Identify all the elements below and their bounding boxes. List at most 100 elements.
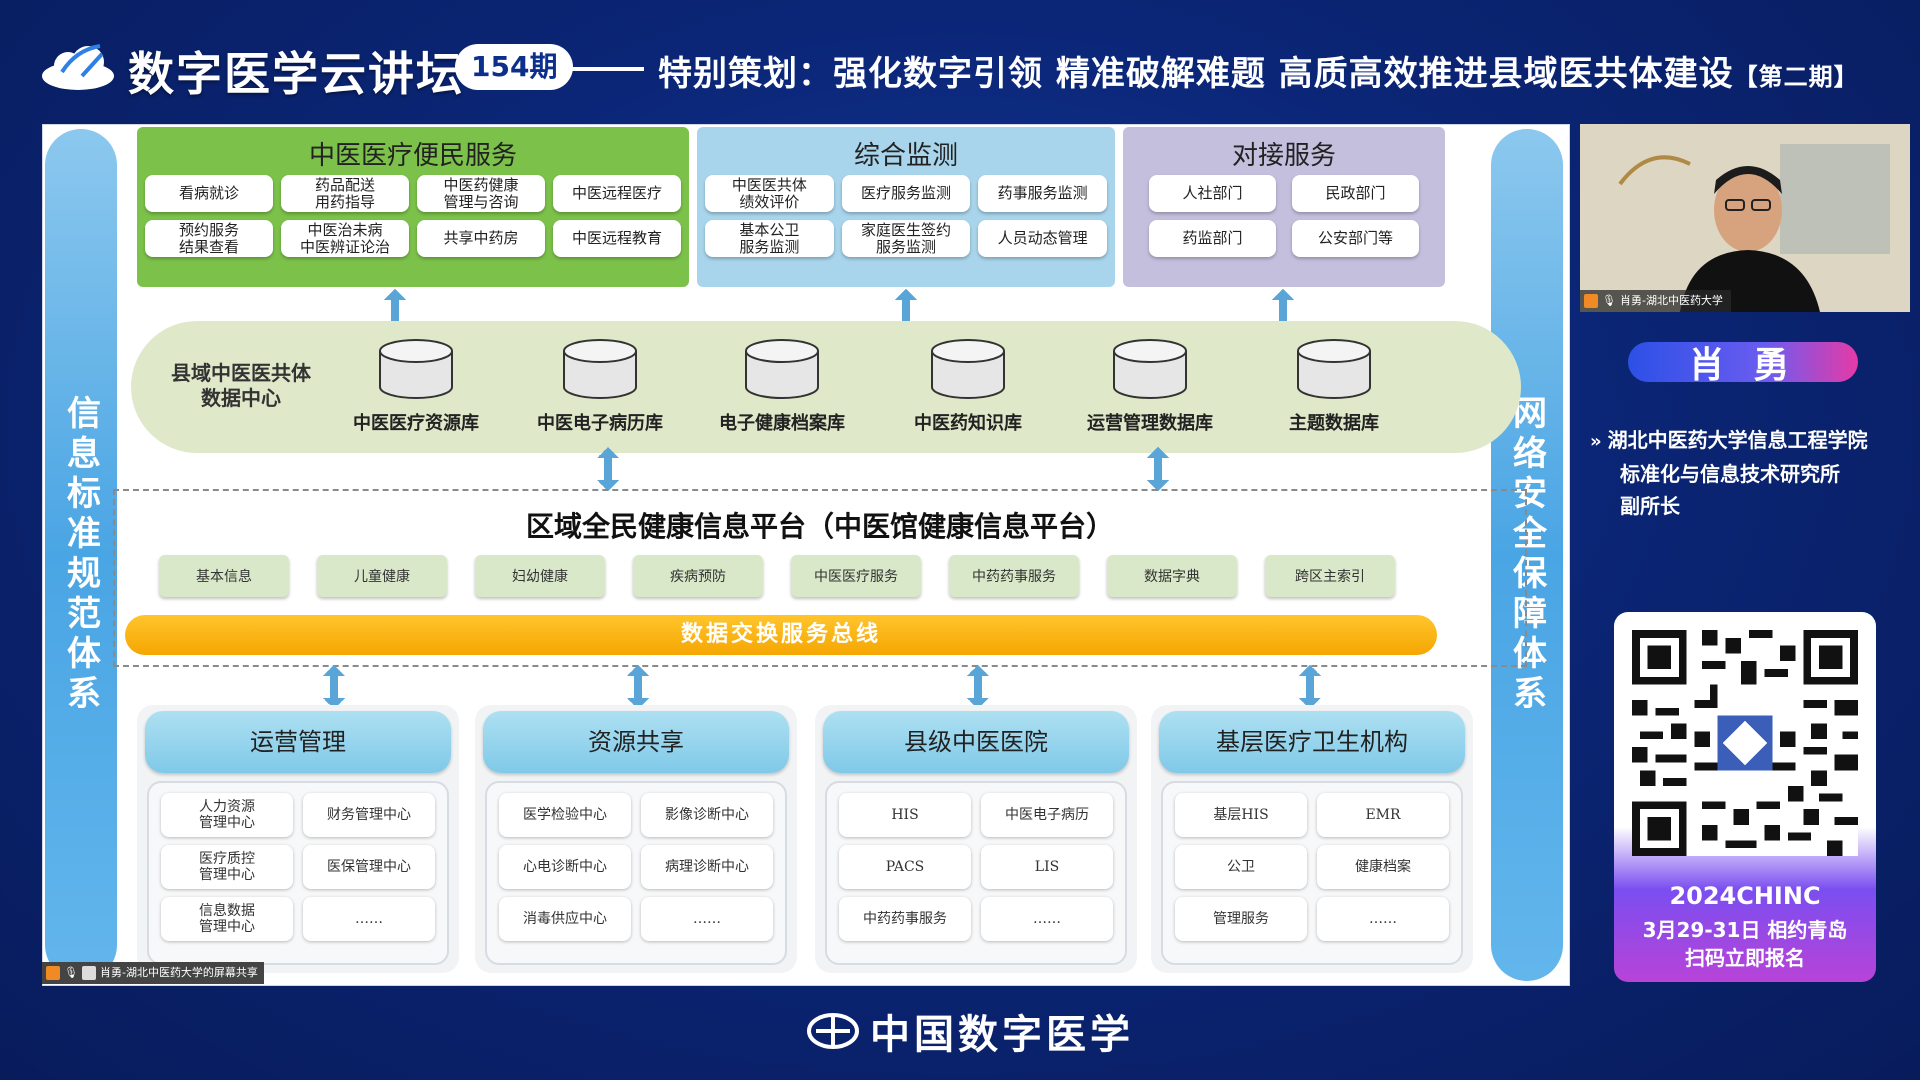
box-cell: 影像诊断中心 — [641, 793, 773, 837]
box-cell: …… — [1317, 897, 1449, 941]
box-cell: 中医电子病历 — [981, 793, 1113, 837]
box-cell: 公卫 — [1175, 845, 1307, 889]
platform-module: 妇幼健康 — [475, 555, 605, 597]
database-label: 主题数据库 — [1289, 413, 1379, 434]
box-grid: 基层HIS EMR 公卫 健康档案 管理服务 …… — [1175, 793, 1449, 941]
health-info-platform: 区域全民健康信息平台（中医馆健康信息平台） 基本信息 儿童健康 妇幼健康 疾病预… — [113, 489, 1527, 667]
monitor-chip: 家庭医生签约 服务监测 — [841, 220, 971, 257]
subtitle-tag: 【第二期】 — [1733, 63, 1859, 91]
monitor-chip: 中医医共体 绩效评价 — [705, 175, 834, 212]
box-cell: 病理诊断中心 — [641, 845, 773, 889]
speaker-name: 肖 勇 — [1688, 345, 1798, 386]
camera-tag: 🎙 肖勇-湖北中医药大学 — [1580, 290, 1731, 312]
monitor-chip: 医疗服务监测 — [841, 175, 971, 212]
database-item: 主题数据库 — [1249, 339, 1419, 435]
episode-subtitle: 特别策划：强化数字引领 精准破解难题 高质高效推进县域医共体建设【第二期】 — [658, 46, 1859, 95]
database-item: 中医医疗资源库 — [331, 339, 501, 435]
issue-badge: 154期 — [455, 44, 574, 90]
platform-title: 区域全民健康信息平台（中医馆健康信息平台） — [525, 510, 1114, 543]
box-inner: 人力资源 管理中心 财务管理中心 医疗质控 管理中心 医保管理中心 信息数据 管… — [147, 781, 449, 965]
box-grid: 人力资源 管理中心 财务管理中心 医疗质控 管理中心 医保管理中心 信息数据 管… — [161, 793, 435, 941]
mic-icon: 🎙 — [1602, 294, 1616, 307]
mic-icon: 🎙 — [64, 966, 78, 979]
department-chip: 公安部门等 — [1292, 220, 1419, 257]
box-cell: 医保管理中心 — [303, 845, 435, 889]
double-arrow-icon — [1147, 447, 1169, 491]
subtitle-text: 特别策划：强化数字引领 精准破解难题 高质高效推进县域医共体建设 — [658, 54, 1734, 94]
box-inner: HIS 中医电子病历 PACS LIS 中药药事服务 …… — [825, 781, 1127, 965]
service-chip: 预约服务 结果查看 — [145, 220, 273, 257]
conference-date: 3月29-31日 相约青岛 — [1642, 918, 1848, 942]
screen-share-tag: 🎙 肖勇-湖北中医药大学的屏幕共享 — [42, 962, 264, 984]
platform-module: 中医医疗服务 — [791, 555, 921, 597]
program-title: 数字医学云讲坛 — [128, 47, 464, 101]
data-exchange-bus: 数据交换服务总线 — [125, 615, 1437, 655]
box-cell: EMR — [1317, 793, 1449, 837]
service-chip: 中医治未病 中医辨证论治 — [281, 220, 409, 257]
speaker-video[interactable]: 🎙 肖勇-湖北中医药大学 — [1580, 124, 1910, 312]
brand-name: 中国数字医学 — [870, 1011, 1134, 1058]
double-arrow-icon — [1299, 665, 1321, 709]
double-arrow-icon — [323, 665, 345, 709]
box-cell: 财务管理中心 — [303, 793, 435, 837]
speaker-role: 副所长 — [1620, 494, 1680, 518]
panel-title: 综合监测 — [853, 141, 958, 171]
service-chip: 中医远程教育 — [553, 220, 681, 257]
camera-tag-label: 肖勇-湖北中医药大学 — [1619, 294, 1723, 307]
box-inner: 医学检验中心 影像诊断中心 心电诊断中心 病理诊断中心 消毒供应中心 …… — [485, 781, 787, 965]
monitoring-panel: 综合监测 中医医共体 绩效评价 医疗服务监测 药事服务监测 基本公卫 服务监测 … — [697, 127, 1115, 287]
database-icon — [1297, 339, 1371, 399]
box-grid: HIS 中医电子病历 PACS LIS 中药药事服务 …… — [839, 793, 1113, 941]
platform-module: 数据字典 — [1107, 555, 1237, 597]
box-cell: 心电诊断中心 — [499, 845, 631, 889]
platform-module: 基本信息 — [159, 555, 289, 597]
database-item: 中医电子病历库 — [515, 339, 685, 435]
department-chip: 人社部门 — [1149, 175, 1276, 212]
box-cell: PACS — [839, 845, 971, 889]
service-chip: 中医远程医疗 — [553, 175, 681, 212]
monitor-chip: 人员动态管理 — [978, 220, 1107, 257]
box-cell: LIS — [981, 845, 1113, 889]
header: 数字医学云讲坛 154期 特别策划：强化数字引领 精准破解难题 高质高效推进县域… — [0, 0, 1920, 120]
box-cell: 基层HIS — [1175, 793, 1307, 837]
primary-care-box: 基层医疗卫生机构 基层HIS EMR 公卫 健康档案 管理服务 …… — [1151, 705, 1473, 973]
data-center-label: 县域中医医共体 数据中心 — [171, 361, 311, 410]
speaker-info: »湖北中医药大学信息工程学院 标准化与信息技术研究所 副所长 — [1590, 424, 1910, 522]
conference-name: 2024CHINC — [1669, 882, 1821, 910]
box-cell: 中药药事服务 — [839, 897, 971, 941]
box-cell: 信息数据 管理中心 — [161, 897, 293, 941]
double-chevron-icon: » — [1590, 431, 1602, 452]
box-title: 县级中医医院 — [823, 711, 1129, 773]
panel-title: 对接服务 — [1231, 141, 1336, 171]
speaker-name-bar — [1628, 342, 1858, 382]
box-cell: 医学检验中心 — [499, 793, 631, 837]
registration-card[interactable]: 2024CHINC 3月29-31日 相约青岛 扫码立即报名 — [1614, 612, 1876, 982]
database-item: 运营管理数据库 — [1065, 339, 1235, 435]
database-item: 电子健康档案库 — [697, 339, 867, 435]
box-cell: 管理服务 — [1175, 897, 1307, 941]
double-arrow-icon — [967, 665, 989, 709]
monitor-chip: 基本公卫 服务监测 — [705, 220, 834, 257]
database-icon — [931, 339, 1005, 399]
box-cell: …… — [303, 897, 435, 941]
double-arrow-icon — [597, 447, 619, 491]
qr-code[interactable] — [1632, 630, 1858, 856]
box-cell: HIS — [839, 793, 971, 837]
platform-module: 跨区主索引 — [1265, 555, 1395, 597]
box-cell: 人力资源 管理中心 — [161, 793, 293, 837]
database-label: 电子健康档案库 — [719, 413, 845, 434]
box-cell: …… — [641, 897, 773, 941]
database-icon — [379, 339, 453, 399]
monitor-chip: 药事服务监测 — [978, 175, 1107, 212]
box-cell: 消毒供应中心 — [499, 897, 631, 941]
platform-module: 疾病预防 — [633, 555, 763, 597]
shared-slide: 信息标准规范体系 网络安全保障体系 中医医疗便民服务 看病就诊 药品配送 用药指… — [42, 124, 1570, 986]
box-title: 运营管理 — [145, 711, 451, 773]
tcm-convenience-panel: 中医医疗便民服务 看病就诊 药品配送 用药指导 中医药健康 管理与咨询 中医远程… — [137, 127, 689, 287]
panel-title: 中医医疗便民服务 — [308, 141, 517, 171]
service-chip: 共享中药房 — [417, 220, 545, 257]
footer-brand: 中国数字医学 — [806, 1004, 1134, 1058]
box-cell: 健康档案 — [1317, 845, 1449, 889]
resource-sharing-box: 资源共享 医学检验中心 影像诊断中心 心电诊断中心 病理诊断中心 消毒供应中心 … — [475, 705, 797, 973]
database-label: 中医医疗资源库 — [353, 413, 479, 434]
